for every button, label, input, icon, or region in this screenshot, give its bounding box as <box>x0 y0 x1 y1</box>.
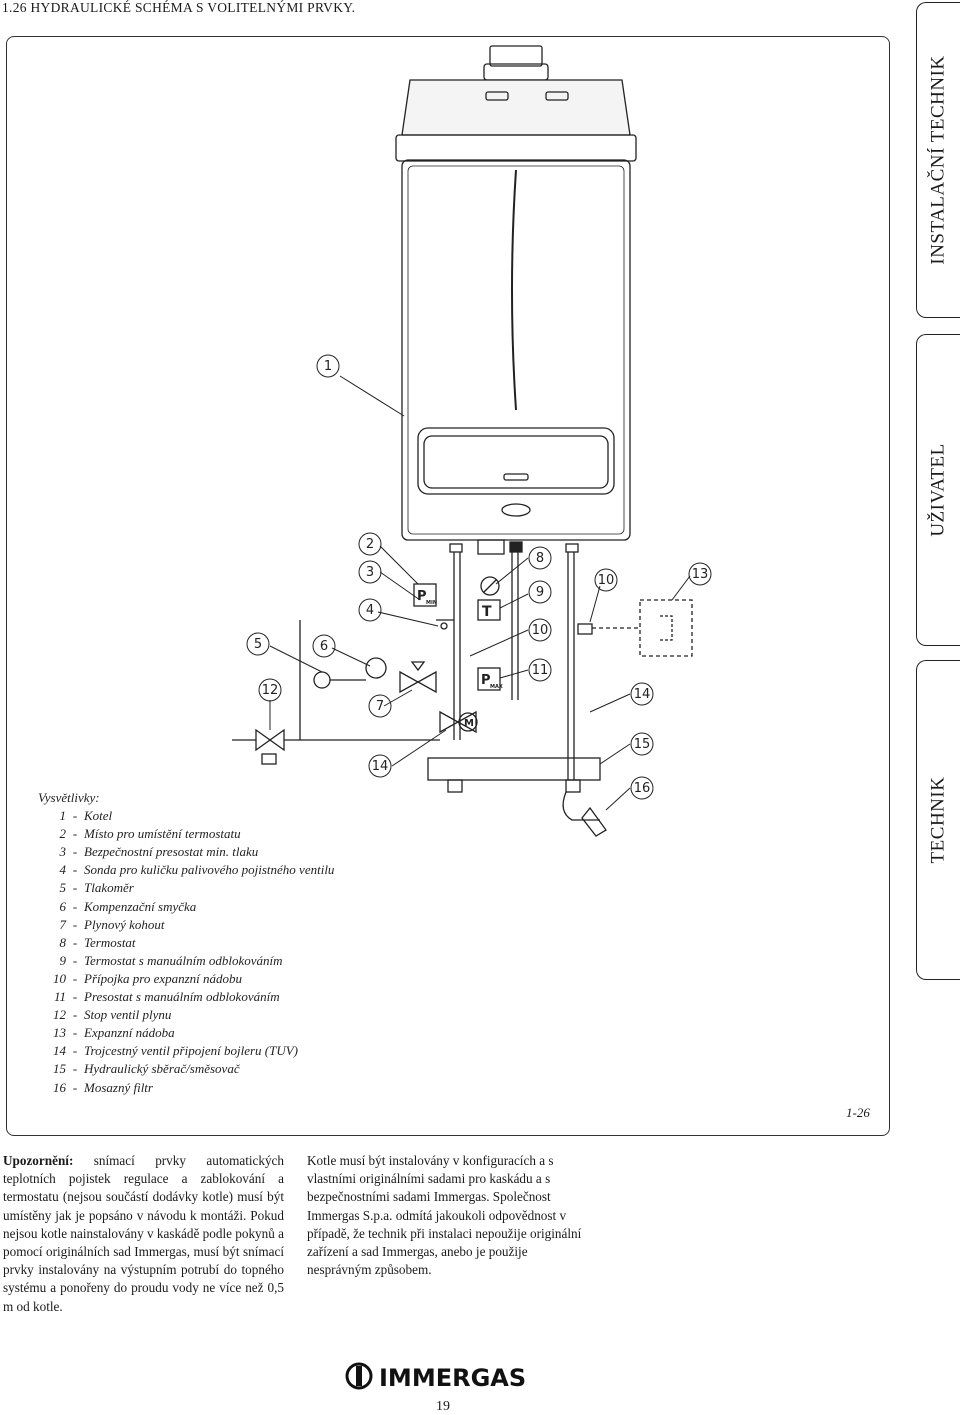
legend-item: 9-Termostat s manuálním odblokováním <box>59 952 283 968</box>
flue-outlet <box>489 45 543 67</box>
tab-user[interactable]: UŽIVATEL <box>916 334 960 646</box>
p-min-sensor <box>413 583 437 607</box>
page-number: 19 <box>436 1399 450 1414</box>
callout-7: 7 <box>376 699 384 714</box>
tab-installer-technician[interactable]: INSTALAČNÍ TECHNIK <box>916 2 960 318</box>
callout-6: 6 <box>320 639 328 654</box>
section-title: 1.26 HYDRAULICKÉ SCHÉMA S VOLITELNÝMI PR… <box>2 0 356 15</box>
figure-frame <box>6 36 890 1136</box>
callout-11: 11 <box>532 663 549 678</box>
legend-item: 7-Plynový kohout <box>59 916 165 932</box>
hydraulic-manifold <box>427 757 601 781</box>
legend-item: 6-Kompenzační smyčka <box>59 898 197 914</box>
svg-text:MAX: MAX <box>490 684 503 690</box>
immergas-logo: IMMERGAS <box>345 1362 526 1392</box>
tab-technician[interactable]: TECHNIK <box>916 660 960 980</box>
legend-item: 10-Přípojka pro expanzní nádobu <box>53 970 243 986</box>
legend: Vysvětlivky: 1-Kotel 2-Místo pro umístěn… <box>38 789 334 1097</box>
callout-16: 16 <box>634 781 651 796</box>
callout-9: 9 <box>536 585 544 600</box>
callout-10a: 10 <box>532 623 549 638</box>
legend-item: 14-Trojcestný ventil připojení bojleru (… <box>53 1043 298 1059</box>
legend-item: 11-Presostat s manuálním odblokováním <box>53 989 280 1005</box>
svg-text:MIN: MIN <box>426 600 437 606</box>
control-panel <box>417 427 615 495</box>
gas-stop-valve <box>255 728 272 752</box>
callout-3: 3 <box>366 565 374 580</box>
boiler-badge <box>501 503 531 517</box>
warning-label: Upozornění: <box>3 1153 74 1168</box>
figure-label: 1-26 <box>846 1105 870 1120</box>
legend-item: 13-Expanzní nádoba <box>53 1025 175 1041</box>
legend-item: 2-Místo pro umístění termostatu <box>59 826 241 842</box>
callout-12: 12 <box>262 683 279 698</box>
callout-14a: 14 <box>372 759 389 774</box>
legend-item: 3-Bezpečnostní presostat min. tlaku <box>59 844 259 860</box>
legend-list: 1-Kotel 2-Místo pro umístění termostatu … <box>38 807 334 1097</box>
callout-14b: 14 <box>634 687 651 702</box>
warning-note: Upozornění: snímací prvky automatických … <box>3 1152 284 1316</box>
callout-8: 8 <box>536 551 544 566</box>
legend-item: 5-Tlakoměr <box>59 880 134 896</box>
legend-item: 16-Mosazný filtr <box>53 1079 153 1095</box>
callout-5: 5 <box>254 637 262 652</box>
warning-text: snímací prvky automatických teplotních p… <box>3 1153 285 1314</box>
installation-note: Kotle musí být instalovány v konfigurací… <box>307 1152 588 1279</box>
brass-filter <box>562 791 600 821</box>
expansion-vessel <box>639 599 693 657</box>
brand-name: IMMERGAS <box>379 1364 526 1392</box>
hydraulic-diagram: P MIN T P MAX M 1 2 3 4 5 6 7 8 9 <box>232 45 712 837</box>
callout-1: 1 <box>324 359 332 374</box>
legend-item: 1-Kotel <box>59 808 113 824</box>
legend-item: 15-Hydraulický sběrač/směsovač <box>53 1061 240 1077</box>
legend-item: 8-Termostat <box>59 934 136 950</box>
thermostat-symbol: T <box>482 604 492 620</box>
legend-title: Vysvětlivky: <box>38 790 100 805</box>
callout-15: 15 <box>634 737 651 752</box>
p-max-symbol: P <box>481 673 491 688</box>
p-min-symbol: P <box>417 589 427 604</box>
legend-item: 12-Stop ventil plynu <box>53 1007 172 1023</box>
legend-item: 4-Sonda pro kuličku palivového pojistnéh… <box>59 862 335 878</box>
motor-symbol: M <box>464 718 474 729</box>
callout-2: 2 <box>366 537 374 552</box>
pressure-gauge <box>365 657 387 679</box>
callout-4: 4 <box>366 603 374 618</box>
installation-text: Kotle musí být instalovány v konfigurací… <box>307 1153 582 1278</box>
boiler-body <box>401 159 631 541</box>
callout-10b: 10 <box>598 573 615 588</box>
callout-13: 13 <box>692 567 709 582</box>
